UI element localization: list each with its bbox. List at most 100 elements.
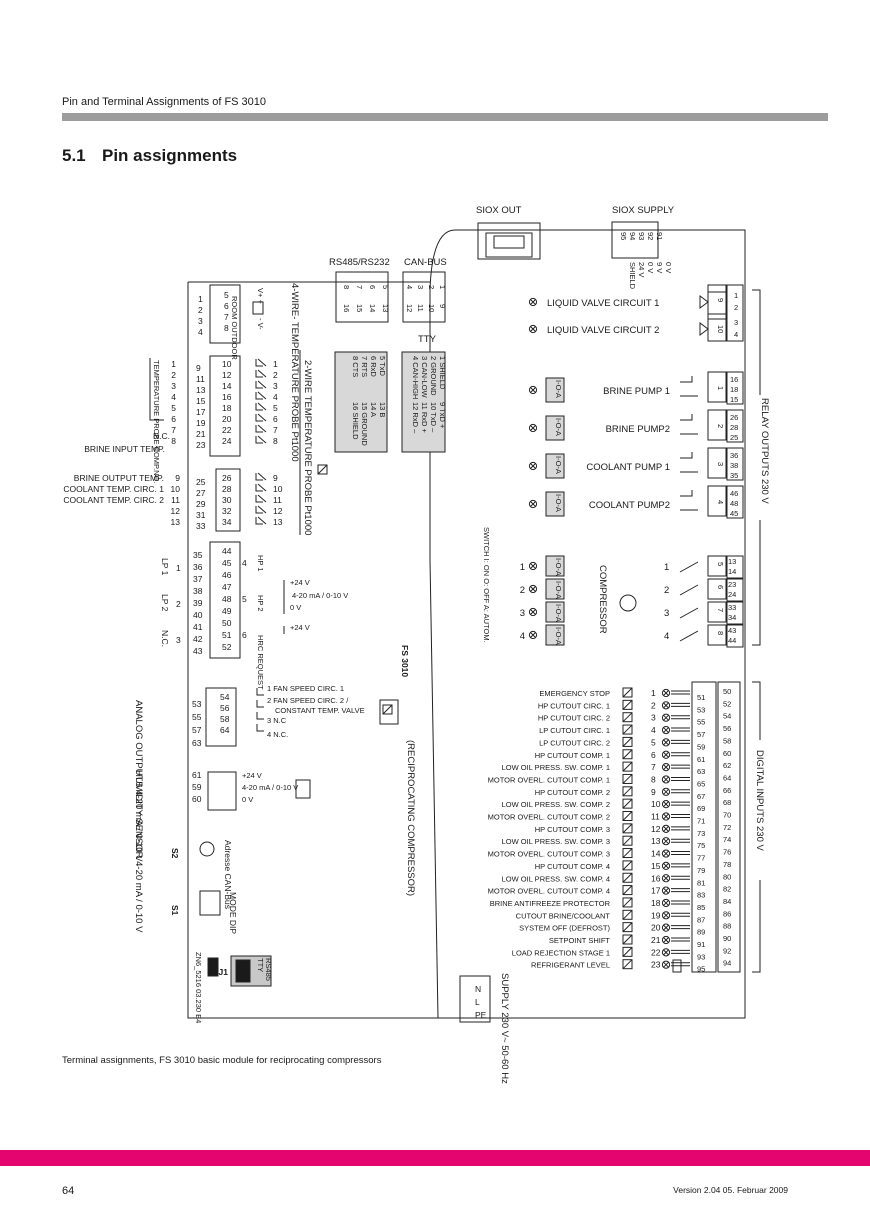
brine-row-number: 11: [171, 495, 180, 505]
digital-input-indicator: [661, 911, 671, 920]
hp-pin: 46: [222, 570, 232, 580]
digital-pin-a: 58: [723, 736, 731, 745]
analog-label: ANALOG OUTPUTS 4-20 mA / 0-10 V: [133, 700, 144, 862]
room-pin: 5: [224, 290, 229, 300]
pump-indicator: [528, 461, 538, 471]
relay-terminal: [726, 409, 744, 443]
relay-pin: 26: [730, 413, 738, 422]
relay-block: [707, 447, 727, 479]
relay-pin: 35: [730, 471, 738, 480]
lp-pin: 37: [193, 574, 203, 584]
humidity-signal: 4-20 mA / 0-10 V: [242, 783, 298, 792]
digital-input-indicator: [661, 837, 671, 846]
temp-row-number: 3: [171, 381, 176, 391]
refrigerant-fuse: [672, 959, 682, 973]
compressor-relay-number: 2: [664, 585, 669, 596]
relay-number: 9: [716, 298, 725, 302]
led-cross: [663, 912, 669, 919]
temp-pin-b: 18: [222, 403, 232, 413]
compressor-number: 4: [520, 631, 525, 642]
digital-pin-a: 86: [723, 909, 731, 918]
digital-input-indicator: [661, 688, 671, 698]
compressor-label: COMPRESSOR: [597, 565, 608, 634]
analog-output-box: [379, 699, 399, 725]
brine-clamp: [255, 473, 263, 481]
digital-input-number: 14: [651, 849, 661, 859]
hp-pin: 52: [222, 642, 232, 652]
input-diagonal: [622, 761, 633, 772]
digital-input-number: 9: [651, 787, 656, 797]
rs485-label: RS485/RS232: [329, 257, 390, 268]
led-cross: [530, 632, 536, 638]
compressor-relay-number: 3: [664, 608, 669, 619]
pump-indicator: [528, 385, 538, 395]
temp-probe-bracket: [149, 358, 164, 421]
can-connector: [402, 271, 446, 323]
temp-row-number: 4: [171, 392, 176, 402]
input-diagonal: [622, 835, 633, 846]
j1-jumper: [235, 959, 251, 983]
led-cross: [663, 739, 669, 746]
digital-input-number: 10: [651, 799, 661, 809]
relay-number: 8: [716, 631, 725, 635]
input-diagonal: [622, 922, 633, 933]
siox-supply-value: 0 V: [646, 262, 655, 273]
relay-block: [707, 371, 727, 403]
temp-probe-label: TEMPERATURE PROBE COMP.NO.: [152, 360, 161, 484]
relay-pin: 2: [734, 303, 738, 312]
siox-supply-pin: 91: [655, 232, 664, 240]
digital-terminal-block: [717, 681, 741, 973]
siox-supply-value: SHIELD: [628, 262, 637, 290]
digital-input-number: 1: [651, 688, 656, 698]
digital-pin-a: 84: [723, 897, 731, 906]
input-diagonal: [622, 687, 633, 698]
liquid-valve-indicator: [528, 324, 538, 334]
digital-pin-b: 69: [697, 804, 705, 813]
hp-signal: 4-20 mA / 0-10 V: [292, 591, 348, 600]
led-cross: [530, 425, 536, 431]
digital-pin-a: 64: [723, 773, 731, 782]
led-cross: [663, 863, 669, 869]
room-pin: 4: [198, 327, 203, 337]
relay-pin: 48: [730, 499, 738, 508]
header-rule: [62, 113, 828, 121]
section-number: 5.1: [62, 146, 86, 165]
rs485-signal: 13 B: [378, 402, 387, 417]
liquid-valve-label: LIQUID VALVE CIRCUIT 2: [547, 325, 659, 336]
vminus-label: - V-: [256, 318, 265, 330]
temp-pin-b: 20: [222, 414, 232, 424]
digital-input-label: HP CUTOUT CIRC. 1: [538, 701, 610, 710]
digital-pin-a: 88: [723, 922, 731, 931]
digital-input-symbol: [622, 773, 633, 784]
digital-input-indicator: [661, 861, 671, 871]
digital-input-symbol: [622, 736, 633, 747]
temp-pin-b: 22: [222, 425, 232, 435]
input-diagonal: [622, 774, 633, 784]
rs485-signal: 6 RxD: [369, 356, 378, 377]
siox-supply-pin: 94: [628, 232, 637, 240]
analog-pin: 58: [220, 714, 230, 724]
brine-row-number: 10: [171, 484, 181, 494]
analog-signal: CONSTANT TEMP. VALVE: [275, 706, 365, 715]
digital-input-indicator: [661, 948, 671, 957]
s2-description: Adresse CAN-Bus: [223, 840, 233, 909]
compressor-indicator: [528, 561, 538, 571]
input-diagonal: [622, 860, 633, 871]
digital-input-label: LOW OIL PRESS. SW. COMP. 3: [502, 837, 610, 846]
digital-input-symbol: [622, 897, 633, 908]
temp-row-number: 1: [171, 359, 176, 369]
temp-connector-a: [209, 355, 241, 457]
lp-label: LP 1: [160, 558, 170, 576]
digital-input-number: 6: [651, 750, 656, 760]
digital-pin-a: 62: [723, 761, 731, 770]
brine-pin-b: 30: [222, 495, 232, 505]
temp-clamp-line: [257, 402, 267, 411]
input-diagonal: [622, 811, 633, 821]
relay-pin: 36: [730, 451, 738, 460]
version-info: Version 2.04 05. Februar 2009: [673, 1185, 788, 1195]
digital-input-indicator: [661, 886, 671, 895]
led-cross: [663, 838, 669, 845]
brine-clamp: [255, 517, 263, 525]
brine-clamp: [255, 484, 263, 492]
input-diagonal: [622, 909, 633, 920]
